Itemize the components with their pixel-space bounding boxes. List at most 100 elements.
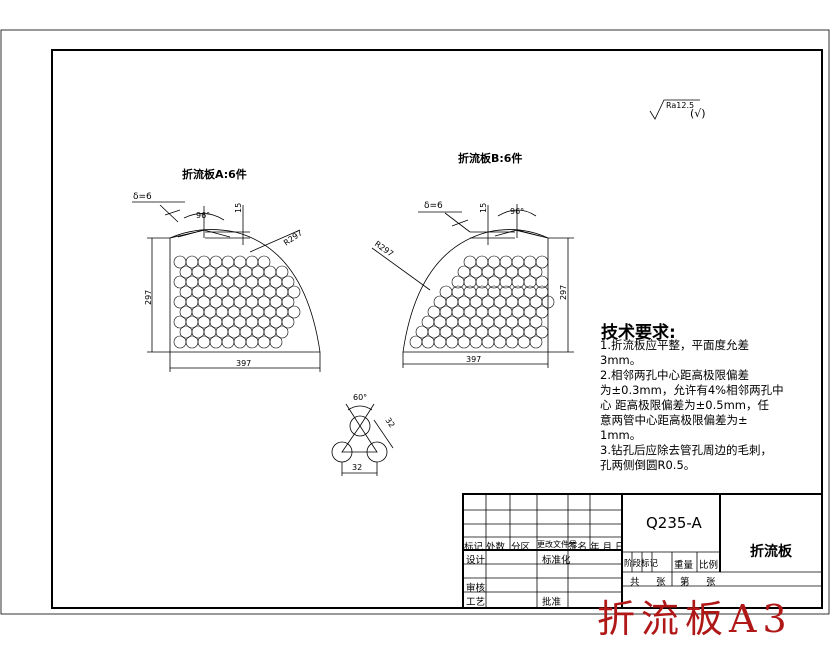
- tech-req-line: 2.相邻两孔中心距高极限偏差: [600, 368, 749, 382]
- part-b-angle-dimension: 96°: [494, 204, 541, 238]
- detail-angle: 60°: [353, 393, 367, 402]
- tube-hole: [535, 305, 549, 319]
- tech-req-line: 1mm。: [600, 428, 642, 442]
- hole-pattern-detail: 60° 32 32: [331, 393, 397, 476]
- tube-hole: [269, 335, 283, 349]
- tb-process: 工艺: [466, 597, 486, 608]
- tube-hole: [517, 335, 531, 349]
- part-b-top-dimension: 15: [470, 203, 515, 245]
- tech-req-line: 3.钻孔后应除去管孔周边的毛刺，: [600, 443, 772, 457]
- tb-design: 设计: [466, 555, 486, 566]
- detail-spacing: 32: [352, 463, 362, 472]
- part-name-field: 折流板: [750, 544, 792, 560]
- part-b-radius: R297: [373, 239, 395, 258]
- part-a-thickness-callout: δ=6: [132, 192, 185, 223]
- tube-hole: [197, 335, 211, 349]
- inner-frame: [51, 49, 823, 609]
- tube-hole: [185, 335, 199, 349]
- tube-hole: [233, 335, 247, 349]
- tb-weight: 重量: [674, 560, 694, 571]
- tube-hole: [287, 285, 301, 299]
- part-a-thickness: δ=6: [133, 192, 152, 202]
- part-a-height-dimension: 297: [144, 237, 170, 353]
- part-b-width-dimension: 397: [402, 352, 549, 368]
- tube-hole: [173, 335, 187, 349]
- detail-pitch: 32: [383, 416, 396, 430]
- tb-header-mark: 标记: [464, 542, 484, 553]
- part-a-radius: R297: [282, 228, 304, 247]
- drawing-watermark-title: 折流板A3: [597, 597, 793, 641]
- tb-review: 审核: [466, 583, 486, 594]
- tech-req-line: 1.折流板应平整，平面度允差: [600, 338, 749, 352]
- tube-hole: [209, 335, 223, 349]
- tb-stage-mark: 阶段标记: [624, 559, 659, 569]
- surface-finish-value: Ra12.5: [666, 101, 694, 110]
- tb-header-signature: 签名: [568, 542, 588, 553]
- tube-hole: [275, 325, 289, 339]
- part-a-outline: [169, 229, 321, 353]
- tb-sheet-no: 第: [680, 577, 690, 588]
- tb-header-date: 年 月 日: [590, 542, 625, 553]
- part-a-angle: 96°: [196, 211, 210, 220]
- tb-header-change-doc: 更改文件号: [537, 540, 577, 549]
- tb-sheet-unit1: 张: [656, 577, 666, 588]
- tube-hole: [535, 275, 549, 289]
- tube-hole: [481, 335, 495, 349]
- tube-hole: [281, 295, 295, 309]
- tech-req-line: 孔两侧倒圆R0.5。: [600, 458, 696, 472]
- tech-req-line: 意两管中心距高极限偏差为±: [600, 413, 748, 427]
- tube-hole: [493, 335, 507, 349]
- part-a-radius-callout: R297: [249, 228, 304, 253]
- tb-header-count: 处数: [486, 542, 506, 553]
- tb-sheet-total: 共: [630, 577, 640, 588]
- tube-hole: [469, 335, 483, 349]
- material-field: Q235-A: [646, 514, 702, 532]
- tube-hole: [505, 335, 519, 349]
- tube-hole: [409, 335, 423, 349]
- tube-hole: [541, 295, 555, 309]
- tb-standardize: 标准化: [542, 555, 571, 566]
- part-b-height-dimension: 297: [548, 237, 574, 353]
- part-a-width-dimension: 397: [169, 352, 321, 372]
- tube-hole: [535, 285, 549, 299]
- tb-scale: 比例: [699, 560, 719, 571]
- tech-req-line: 心 距高极限偏差为±0.5mm，任: [600, 398, 769, 412]
- tb-approve: 批准: [542, 597, 562, 608]
- part-b-thickness-callout: δ=6: [418, 201, 471, 233]
- tube-hole: [529, 265, 543, 279]
- detail-hole-top: [349, 415, 371, 437]
- part-b-radius-callout: R297: [371, 239, 431, 291]
- surface-finish-symbol: Ra12.5 (√): [649, 99, 706, 120]
- tube-hole: [281, 275, 295, 289]
- tube-hole: [445, 335, 459, 349]
- part-a-label: 折流板A:6件: [182, 167, 247, 181]
- title-block: [462, 493, 823, 609]
- tube-hole: [535, 325, 549, 339]
- tube-hole: [529, 335, 543, 349]
- tube-hole: [257, 255, 271, 269]
- part-a-height: 297: [144, 290, 153, 305]
- tube-hole: [245, 335, 259, 349]
- tech-req-line: 为±0.3mm，允许有4%相邻两孔中: [600, 383, 784, 397]
- part-a-width: 397: [236, 359, 251, 368]
- surface-finish-note: (√): [690, 107, 706, 120]
- part-b-outline: [402, 229, 549, 353]
- part-a-top-dimension: 15: [205, 203, 250, 245]
- part-b-hole-pattern: [409, 255, 555, 349]
- outer-border: [0, 29, 830, 615]
- part-b-dim-15: 15: [479, 203, 488, 213]
- tube-hole: [421, 335, 435, 349]
- tube-hole: [281, 315, 295, 329]
- tech-req-line: 3mm。: [600, 353, 642, 367]
- tube-hole: [457, 335, 471, 349]
- tb-sheet-unit2: 张: [706, 577, 716, 588]
- tube-hole: [287, 305, 301, 319]
- part-b-height: 297: [559, 285, 568, 300]
- part-b-label: 折流板B:6件: [458, 151, 522, 165]
- part-a-angle-dimension: 96°: [177, 206, 231, 238]
- part-a-dim-15: 15: [234, 203, 243, 213]
- tech-req-title: 技术要求:: [601, 323, 676, 343]
- part-b-width: 397: [466, 355, 481, 364]
- part-a-hole-pattern: [173, 255, 301, 349]
